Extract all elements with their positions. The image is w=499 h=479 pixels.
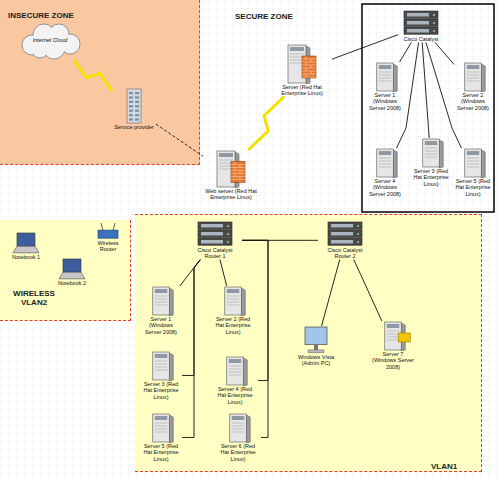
router-device: Wireless Router — [88, 222, 128, 253]
network-link — [400, 42, 412, 62]
device-label: Server 1 (Windows Server 2008) — [366, 92, 404, 111]
server-icon — [366, 62, 404, 92]
server-icon — [140, 351, 182, 381]
network-link — [397, 42, 419, 148]
device-label: Service provider — [112, 124, 156, 130]
server-device: Server 4 (Windows Server 2008) — [366, 148, 404, 197]
server-icon — [366, 148, 404, 178]
network-zone: VLAN1 Cisco Catalyst Router 1 Cisco Cataly… — [135, 214, 482, 472]
network-link — [426, 42, 462, 148]
fileserver-device: Server 7 (Windows Server 2008) — [370, 321, 416, 370]
server-icon — [212, 356, 258, 386]
server-icon — [140, 286, 182, 316]
server-device: Server 3 (Red Hat Enterprise Linux) — [412, 138, 450, 187]
server-icon — [454, 148, 492, 178]
switch-device: Cisco Catalyst Router 2 — [318, 221, 372, 260]
device-label: Server (Red Hat Enterprise Linux) — [272, 84, 332, 97]
network-zone: INSECURE ZONEInternet CloudService provi… — [0, 0, 200, 165]
laptop-icon — [6, 232, 46, 254]
building-icon — [112, 88, 156, 124]
server-icon — [454, 62, 492, 92]
cloud-shape: Internet Cloud — [18, 20, 82, 60]
device-label: Cisco Catalyst — [398, 36, 444, 42]
switch-device: Cisco Catalyst — [398, 10, 444, 42]
server-icon — [215, 413, 261, 443]
switch-icon — [318, 221, 372, 247]
server-device: Server 1 (Windows Server 2008) — [366, 62, 404, 111]
zone-label: WIRELESS VLAN2 — [8, 290, 60, 308]
device-label: Notebook 2 — [52, 280, 92, 286]
device-label: Notebook 1 — [6, 254, 46, 260]
switch-device: Cisco Catalyst Router 1 — [188, 221, 242, 260]
server-icon — [140, 413, 182, 443]
server-rack-frame — [362, 4, 494, 212]
switch-icon — [188, 221, 242, 247]
device-label: Server 4 (Windows Server 2008) — [366, 178, 404, 197]
network-link — [422, 42, 429, 138]
device-label: Server 1 (Windows Server 2008) — [140, 316, 182, 335]
server-device: Server 5 (Red Hat Enterprise Linux) — [140, 413, 182, 462]
firewall-icon — [203, 150, 259, 188]
server-device: Server 2 (Red Hat Enterprise Linux) — [210, 286, 256, 335]
server-device: Server 1 (Windows Server 2008) — [140, 286, 182, 335]
firewall-icon — [272, 44, 332, 84]
device-label: Cisco Catalyst Router 1 — [188, 247, 242, 260]
server-device: Server 3 (Red Hat Enterprise Linux) — [140, 351, 182, 400]
device-label: Server 2 (Red Hat Enterprise Linux) — [210, 316, 256, 335]
router-icon — [88, 222, 128, 240]
device-label: Server 3 (Red Hat Enterprise Linux) — [140, 381, 182, 400]
device-label: Server 5 (Red Hat Enterprise Linux) — [140, 443, 182, 462]
firewall-device: Web server (Red Hat Enterprise Linux) — [203, 150, 259, 201]
network-zone: WIRELESS VLAN2 Wireless RouterNotebook 1 N… — [0, 220, 131, 321]
device-label: Server 4 (Red Hat Enterprise Linux) — [212, 386, 258, 405]
device-label: Server 2 (Windows Server 2008) — [454, 92, 492, 111]
device-label: Windows Vista (Admin PC) — [290, 354, 342, 367]
laptop-icon — [52, 258, 92, 280]
device-label: Server 3 (Red Hat Enterprise Linux) — [412, 168, 450, 187]
laptop-device: Notebook 1 — [6, 232, 46, 260]
server-device: Server 4 (Red Hat Enterprise Linux) — [212, 356, 258, 405]
server-device: Server 2 (Windows Server 2008) — [454, 62, 492, 111]
device-label: Server 5 (Red Hat Enterprise Linux) — [454, 178, 492, 197]
network-link — [435, 42, 454, 64]
zone-label: SECURE ZONE — [235, 13, 293, 22]
building-device: Service provider — [112, 88, 156, 130]
device-label: Server 6 (Red Hat Enterprise Linux) — [215, 443, 261, 462]
monitor-device: Windows Vista (Admin PC) — [290, 326, 342, 367]
firewall-device: Server (Red Hat Enterprise Linux) — [272, 44, 332, 97]
server-device: Server 5 (Red Hat Enterprise Linux) — [454, 148, 492, 197]
switch-icon — [398, 10, 444, 36]
laptop-device: Notebook 2 — [52, 258, 92, 286]
zone-label: VLAN1 — [431, 463, 457, 472]
device-label: Cisco Catalyst Router 2 — [318, 247, 372, 260]
server-device: Server 6 (Red Hat Enterprise Linux) — [215, 413, 261, 462]
network-link — [332, 35, 398, 59]
fileserver-icon — [370, 321, 416, 351]
monitor-icon — [290, 326, 342, 354]
cloud-label: Internet Cloud — [18, 20, 82, 43]
network-zone: SECURE ZONE Server (Red Hat Enterprise Li… — [200, 0, 499, 212]
device-label: Server 7 (Windows Server 2008) — [370, 351, 416, 370]
server-icon — [210, 286, 256, 316]
device-label: Web server (Red Hat Enterprise Linux) — [203, 188, 259, 201]
server-icon — [412, 138, 450, 168]
wireless-link — [248, 97, 284, 150]
device-label: Wireless Router — [88, 240, 128, 253]
zone-label: INSECURE ZONE — [8, 12, 74, 21]
